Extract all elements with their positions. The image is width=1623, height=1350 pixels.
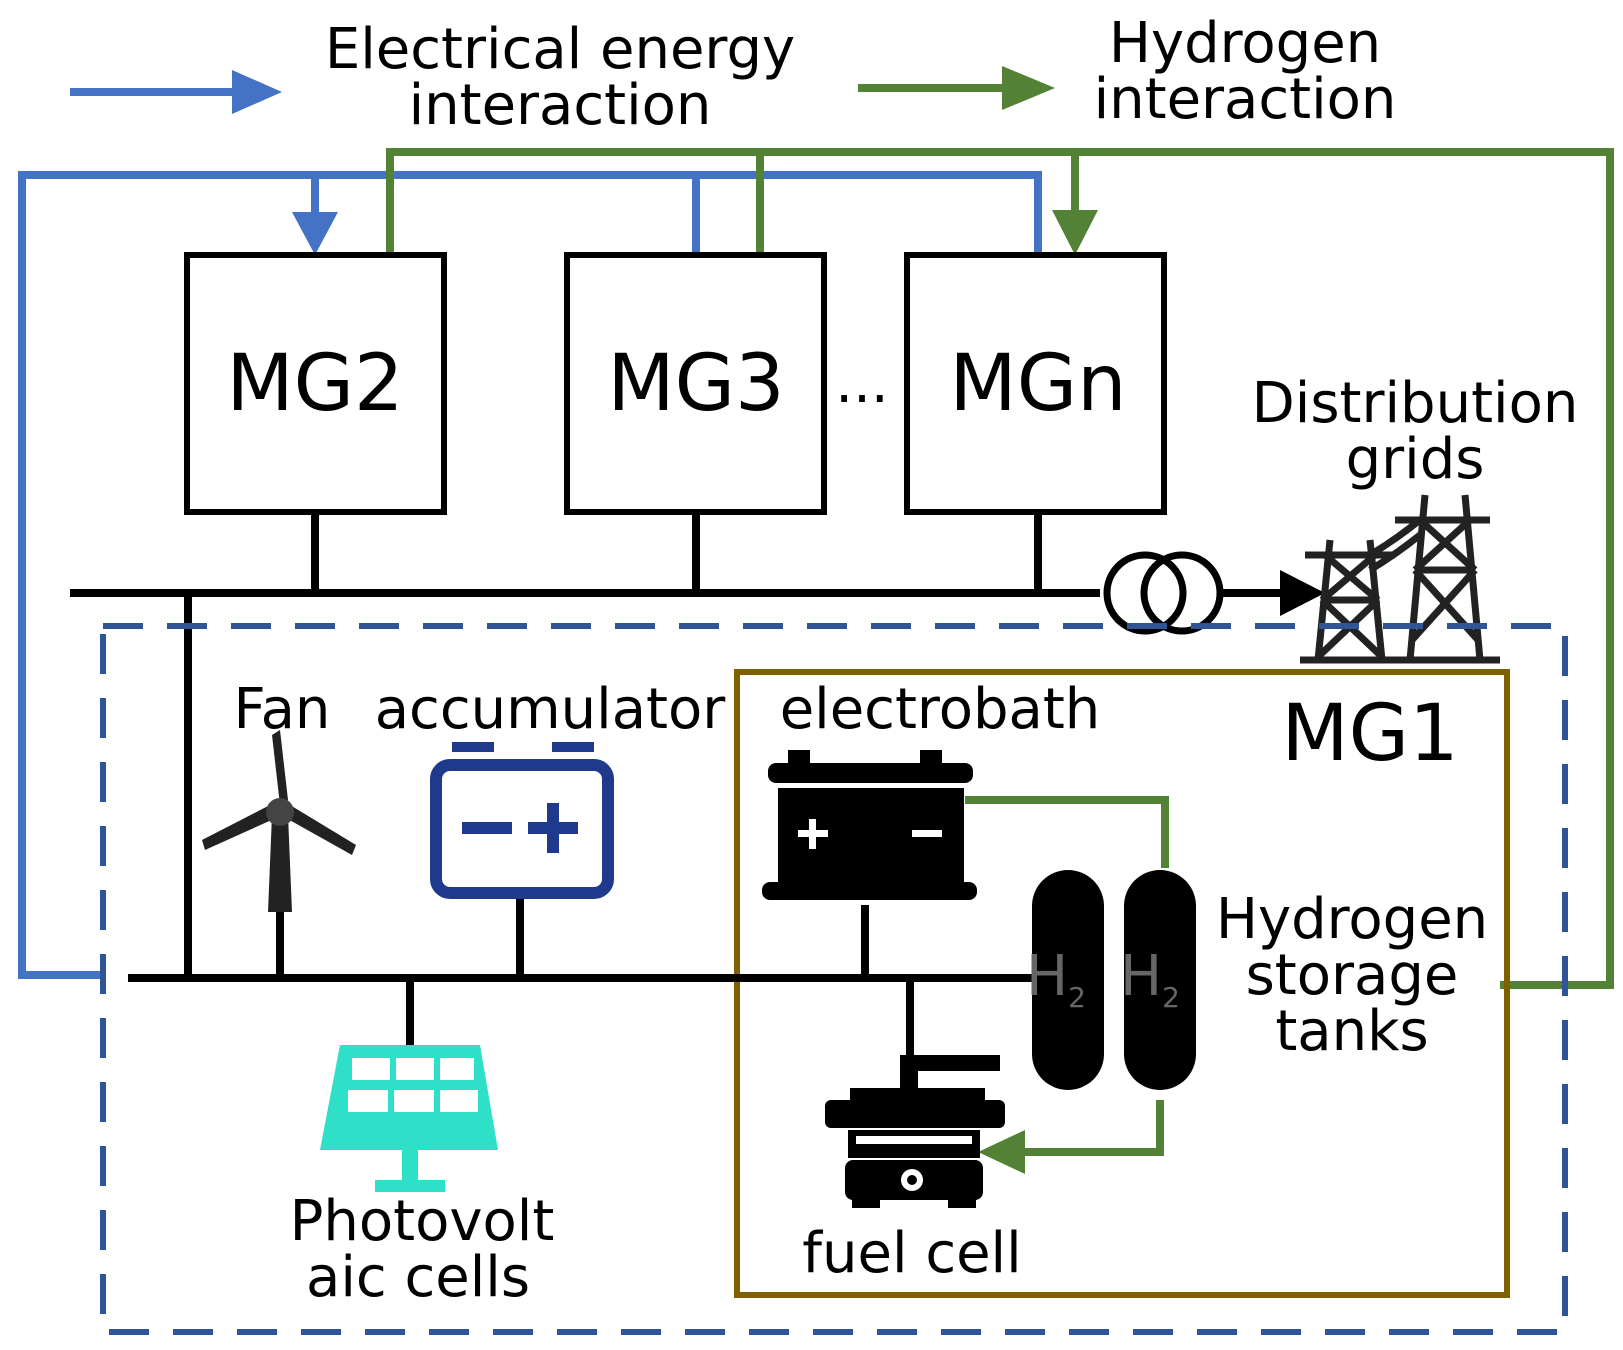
microgrid-ellipsis: ... bbox=[835, 351, 888, 416]
fuel-cell-icon bbox=[825, 1055, 1005, 1208]
hydrogen-legend-arrowhead bbox=[1002, 66, 1055, 110]
electrobath-icon bbox=[762, 750, 977, 900]
hydrogen-storage-label-line3: tanks bbox=[1275, 999, 1428, 1064]
solar-panel-icon bbox=[320, 1045, 498, 1192]
mg3-label: MG3 bbox=[607, 339, 784, 429]
fuel-cell-label: fuel cell bbox=[802, 1221, 1021, 1286]
accumulator-icon bbox=[430, 742, 614, 899]
mg1-label: MG1 bbox=[1281, 689, 1458, 779]
distribution-grids-label-line2: grids bbox=[1346, 427, 1485, 492]
mg3-box: MG3 bbox=[564, 252, 827, 515]
lower-bus bbox=[128, 890, 1040, 1070]
photovoltaic-label-line2: aic cells bbox=[306, 1245, 530, 1310]
mg1-dashed-region bbox=[100, 623, 1568, 1335]
electrobath-label: electrobath bbox=[780, 677, 1101, 742]
legend: Electrical energy interaction Hydrogen i… bbox=[70, 11, 1396, 138]
hydrogen-storage-label-line1: Hydrogen bbox=[1216, 887, 1488, 952]
fan-label: Fan bbox=[234, 677, 331, 742]
hydrogen-legend-label-line1: Hydrogen bbox=[1109, 11, 1381, 76]
transmission-tower-icon bbox=[1300, 494, 1500, 664]
distribution-grids-label-line1: Distribution bbox=[1252, 371, 1579, 436]
mgn-box: MGn bbox=[904, 252, 1167, 515]
electrical-legend-label-line2: interaction bbox=[409, 73, 712, 138]
transformer-icon bbox=[1103, 551, 1224, 635]
hydrogen-subsystem-box bbox=[734, 669, 1510, 1298]
accumulator-label: accumulator bbox=[375, 677, 727, 742]
mg2-box: MG2 bbox=[184, 252, 447, 515]
hydrogen-interaction-lines bbox=[386, 148, 1614, 989]
h2-label-left: H2 bbox=[1026, 944, 1086, 1014]
h2-label-right: H2 bbox=[1120, 944, 1180, 1014]
mg2-label: MG2 bbox=[226, 339, 403, 429]
tanks-to-fuelcell-line bbox=[1020, 1100, 1164, 1156]
electrobath-hydrogen-line bbox=[965, 796, 1169, 868]
mg2-electrical-arrowhead bbox=[292, 212, 338, 255]
hydrogen-storage-label-line2: storage bbox=[1246, 943, 1459, 1008]
hydrogen-tanks-icon: H2 H2 bbox=[1026, 870, 1196, 1090]
hydrogen-legend-label-line2: interaction bbox=[1094, 67, 1397, 132]
wind-turbine-icon bbox=[202, 730, 356, 912]
upper-bus bbox=[70, 512, 1100, 980]
mgn-label: MGn bbox=[949, 339, 1126, 429]
electrical-legend-arrowhead bbox=[232, 70, 282, 114]
grid-arrowhead bbox=[1280, 570, 1325, 616]
mgn-hydrogen-arrowhead bbox=[1052, 210, 1098, 255]
fuelcell-hydrogen-arrowhead bbox=[978, 1130, 1025, 1174]
photovoltaic-label-line1: Photovolt bbox=[290, 1189, 555, 1254]
electrical-legend-label-line1: Electrical energy bbox=[325, 17, 795, 82]
